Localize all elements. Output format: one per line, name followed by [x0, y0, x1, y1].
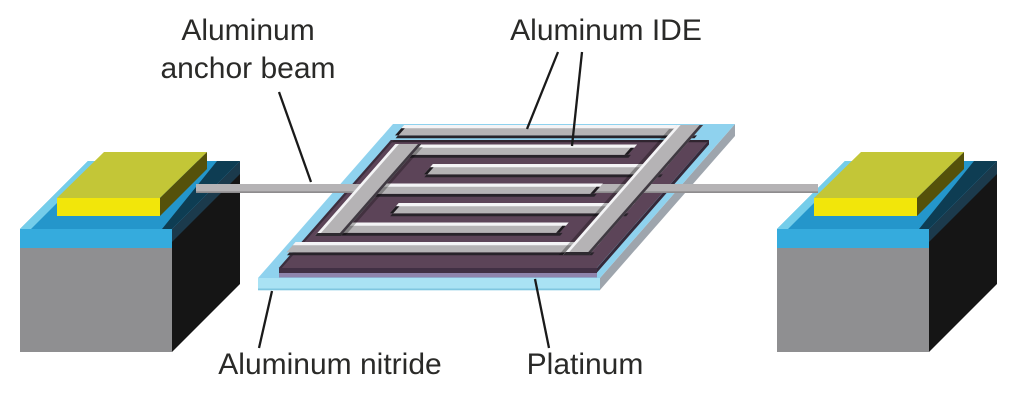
right-pad-front-face: [814, 198, 917, 216]
ide-finger-row6: [317, 222, 569, 236]
platinum-right-face: [597, 140, 709, 273]
ide-left-bus: [314, 144, 423, 236]
plate-front-face: [258, 278, 600, 290]
label-aluminum-ide: Aluminum IDE: [510, 14, 702, 47]
left-pad-right-face: [160, 152, 207, 216]
left-anchor-oxide-front: [20, 229, 172, 248]
right-anchor-oxide-front: [777, 229, 929, 248]
left-anchor-top-shadow: [162, 161, 240, 229]
leader-platinum: [533, 278, 551, 349]
leader-lines: [257, 51, 584, 349]
plate-front-bottom-edge: [258, 288, 600, 291]
labels: Aluminum anchor beam Aluminum IDE Alumin…: [160, 14, 701, 381]
left-bond-pad: [57, 152, 207, 216]
aluminum-ide-electrodes: [286, 125, 704, 256]
leader-ide-1: [525, 51, 560, 130]
ide-finger-row5: [389, 203, 635, 217]
right-pad-right-face: [917, 152, 964, 216]
platinum-front-face-lower: [279, 273, 597, 278]
label-anchor-beam-line2: anchor beam: [160, 52, 335, 85]
left-anchor-right-face: [172, 161, 240, 352]
right-anchor-block: [777, 152, 997, 352]
platinum-front-face: [279, 268, 597, 273]
plate-right-face: [600, 124, 735, 290]
leader-nitride: [257, 290, 274, 349]
leader-anchor-beam: [277, 91, 313, 183]
label-aluminum-nitride: Aluminum nitride: [218, 348, 441, 381]
platinum-back-edge-shadow: [389, 140, 709, 143]
ide-finger-row1: [395, 125, 704, 139]
ide-finger-row2: [385, 144, 638, 158]
ide-finger-row3: [423, 164, 669, 178]
leader-ide-2: [570, 51, 584, 147]
platinum-left-edge-shadow: [278, 140, 394, 268]
left-pad-top-face: [57, 152, 207, 198]
left-anchor-front-face: [20, 248, 172, 352]
label-platinum: Platinum: [527, 348, 644, 381]
right-anchor-oxide-side: [929, 161, 997, 242]
right-anchor-right-face: [929, 161, 997, 352]
right-pad-top-face: [814, 152, 964, 198]
right-anchor-front-face: [777, 248, 929, 352]
left-anchor-oxide-side: [172, 161, 240, 242]
left-anchor-block: [20, 152, 240, 352]
right-bond-pad: [814, 152, 964, 216]
ide-right-bus: [558, 125, 704, 255]
ide-finger-row4: [351, 183, 603, 197]
label-anchor-beam-line1: Aluminum: [181, 14, 314, 47]
ide-finger-row7: [286, 242, 601, 256]
left-pad-front-face: [57, 198, 160, 216]
right-anchor-top-shadow: [919, 161, 997, 229]
